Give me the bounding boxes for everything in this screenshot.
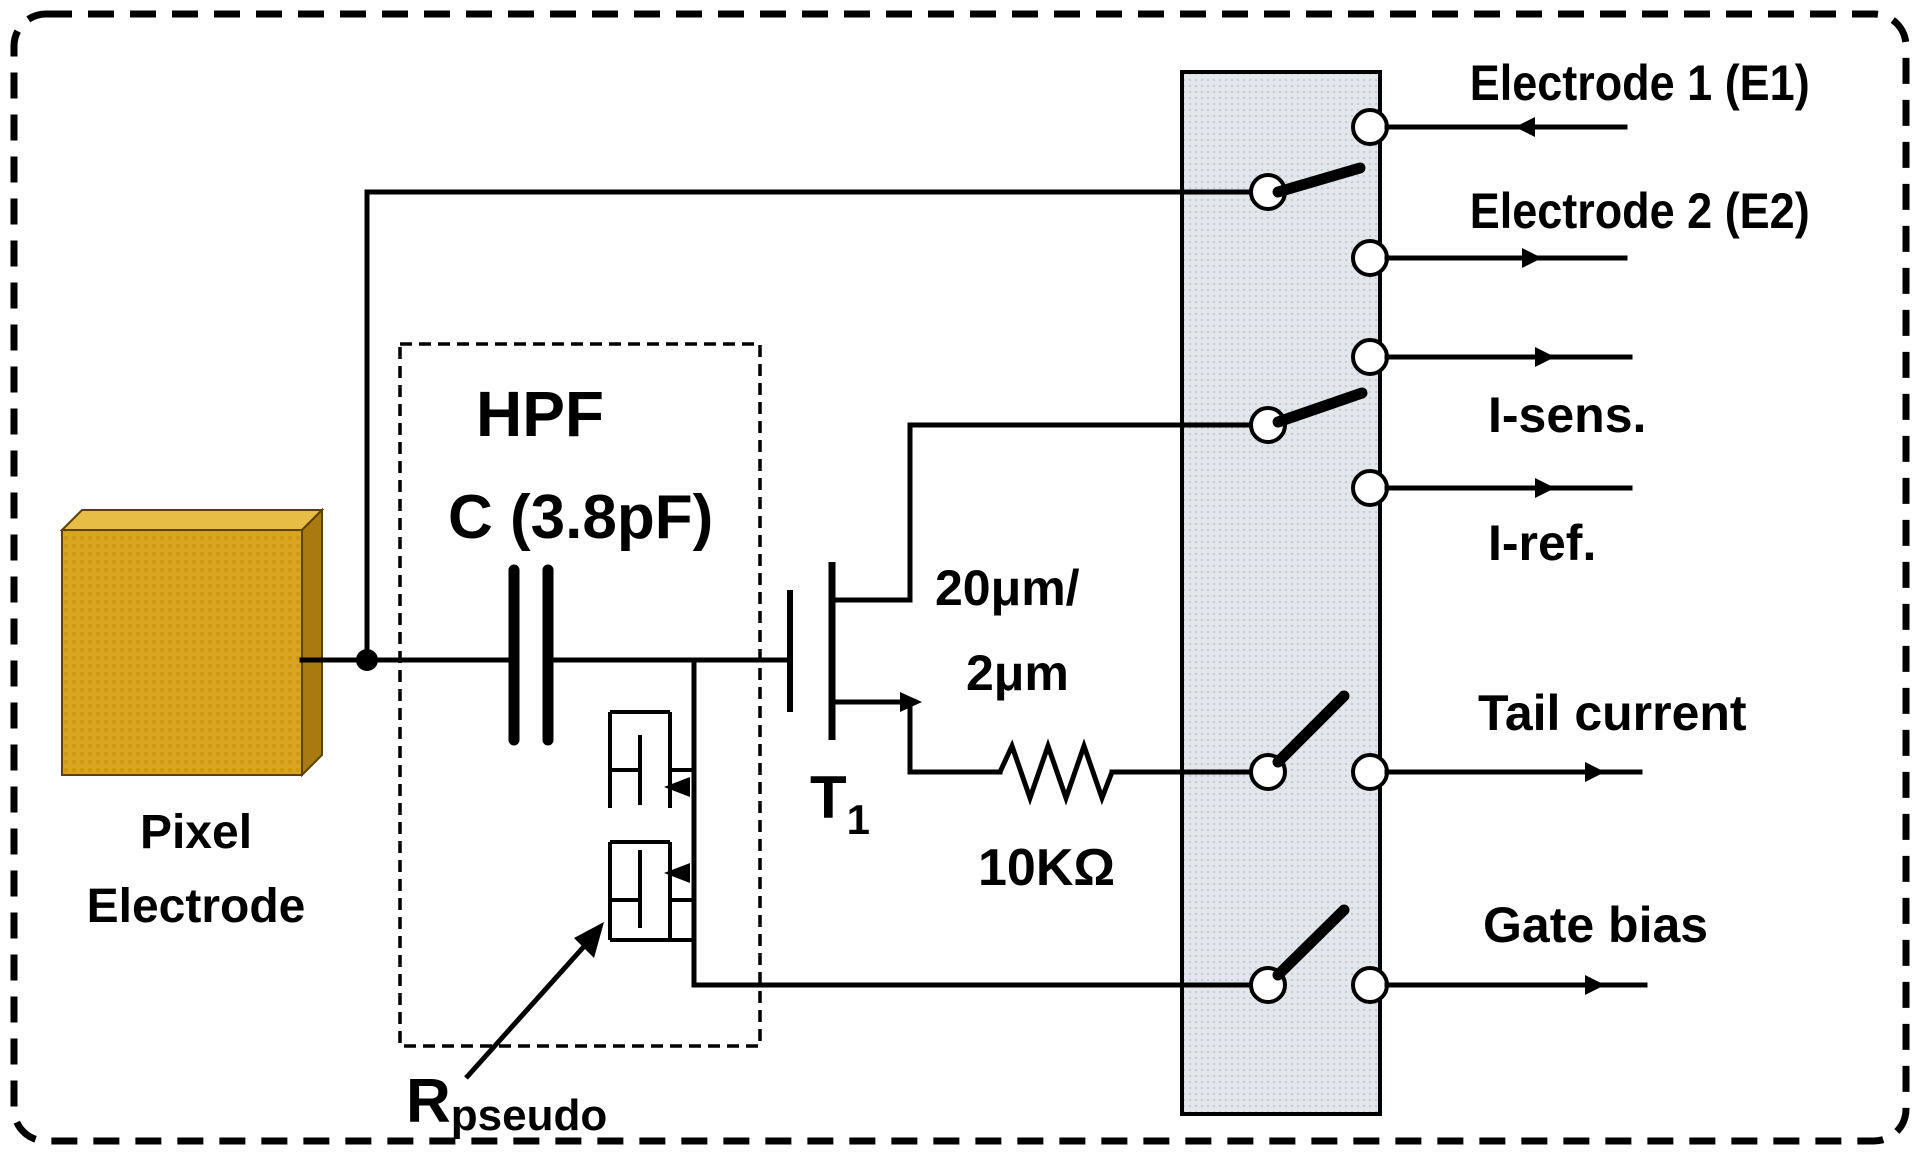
wiring xyxy=(299,189,1255,988)
pixel-electrode-label-line2: Electrode xyxy=(87,880,306,933)
transistor-name-label: T1 xyxy=(810,764,870,843)
i-sens-label: I-sens. xyxy=(1488,387,1646,443)
hpf-dashed-box xyxy=(398,342,762,1048)
switch-electrode-select xyxy=(1249,108,1389,277)
transistor-name-main: T xyxy=(810,764,847,831)
transistor-size-line1: 20μm/ xyxy=(935,560,1080,616)
capacitor-symbol xyxy=(508,564,554,746)
terminal-lines xyxy=(1384,117,1648,995)
pixel-electrode-block xyxy=(59,507,325,778)
switch-tail-current xyxy=(1249,690,1389,791)
transistor-name-subscript: 1 xyxy=(847,796,870,843)
rpseudo-label: Rpseudo xyxy=(406,1067,607,1140)
gate-bias-label: Gate bias xyxy=(1483,897,1708,953)
rpseudo-main: R xyxy=(406,1067,451,1136)
resistor-symbol xyxy=(997,738,1115,806)
i-ref-label: I-ref. xyxy=(1488,515,1596,571)
switch-current-select xyxy=(1249,338,1389,507)
transistor-size-line2: 2μm xyxy=(966,645,1069,701)
resistor-value-label: 10KΩ xyxy=(978,839,1115,897)
junction-dot xyxy=(356,649,378,671)
pixel-electrode-label-line1: Pixel xyxy=(140,806,252,859)
rpseudo-pointer-arrow xyxy=(464,922,604,1080)
switch-gate-bias xyxy=(1249,904,1389,1004)
transistor-t1-symbol xyxy=(787,562,922,740)
rpseudo-subscript: pseudo xyxy=(451,1091,607,1140)
electrode2-label: Electrode 2 (E2) xyxy=(1470,184,1810,240)
outer-dashed-border xyxy=(10,10,1910,1145)
switch-panel xyxy=(1180,70,1382,1116)
pseudo-resistor-symbol xyxy=(608,710,694,942)
electrode1-label: Electrode 1 (E1) xyxy=(1470,56,1810,112)
tail-current-label: Tail current xyxy=(1478,685,1747,741)
capacitor-label: C (3.8pF) xyxy=(448,483,713,552)
hpf-label: HPF xyxy=(476,378,604,450)
